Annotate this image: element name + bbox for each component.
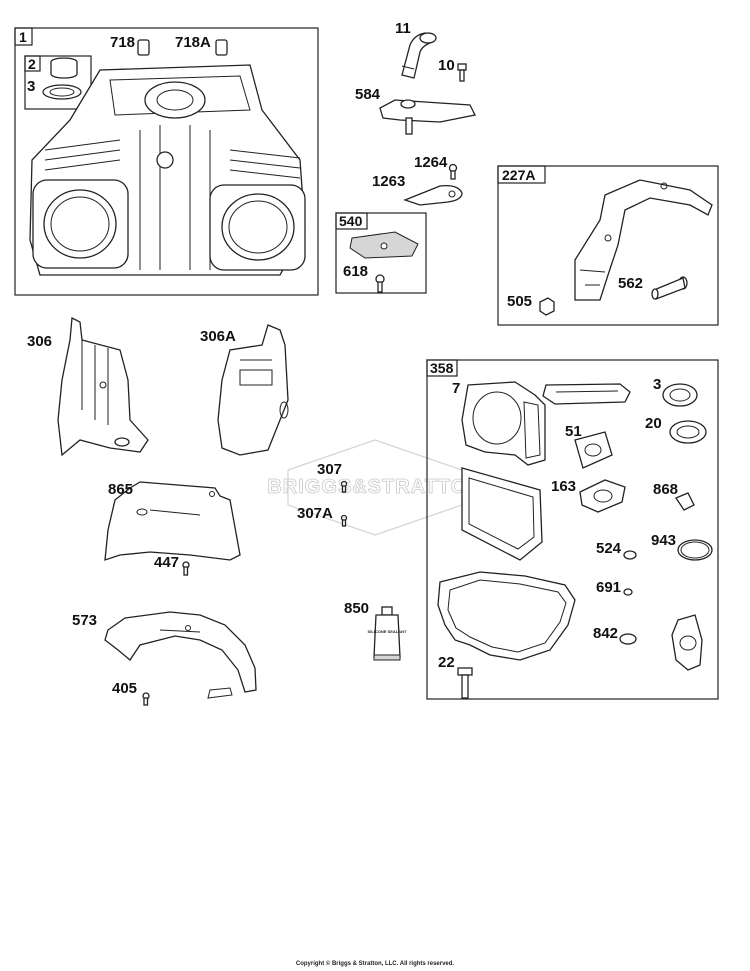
part-sump-gasket <box>437 571 576 661</box>
copyright-notice: Copyright © Briggs & Stratton, LLC. All … <box>295 961 455 967</box>
callout-3: 3 <box>27 78 35 95</box>
group-tag-227A <box>497 165 546 184</box>
part-rocker-cover-gasket <box>461 467 543 561</box>
part-1-cylinder-block <box>29 64 306 276</box>
group-box-2 <box>24 55 92 110</box>
part-865-baffle <box>104 481 241 561</box>
part-306A-air-guide <box>217 324 289 456</box>
part-2-bushing <box>50 57 78 79</box>
group-box-540 <box>335 212 427 294</box>
callout-524: 524 <box>596 540 622 557</box>
callout-850: 850 <box>344 600 369 617</box>
group-label-540: 540 <box>339 213 363 229</box>
part-540-gasket <box>349 231 419 259</box>
callout-618: 618 <box>343 263 368 280</box>
group-box-358 <box>426 359 719 700</box>
part-505-nut <box>539 297 555 316</box>
callout-11: 11 <box>395 20 411 37</box>
part-exhaust-gasket <box>671 614 703 671</box>
callout-868: 868 <box>653 481 678 498</box>
callout-306A: 306A <box>200 328 236 345</box>
callout-447: 447 <box>154 554 179 571</box>
callout-573: 573 <box>72 612 97 629</box>
group-box-1 <box>14 27 319 296</box>
part-307A-screw <box>340 514 348 527</box>
group-tag-1 <box>14 27 33 46</box>
callout-10: 10 <box>438 57 455 74</box>
part-562-pin <box>651 276 688 300</box>
part-1264-screw <box>448 163 458 180</box>
callout-163: 163 <box>551 478 576 495</box>
callout-306: 306 <box>27 333 52 350</box>
callout-1264: 1264 <box>414 154 448 171</box>
group-label-1: 1 <box>19 29 27 45</box>
part-943-oring <box>677 539 713 561</box>
part-842-oring <box>619 633 637 645</box>
part-3-seal <box>42 84 82 100</box>
part-11-dipstick-tube <box>401 32 437 79</box>
part-850-sealant-tube: SILICONE SEALANT <box>368 606 407 661</box>
tube-label: SILICONE SEALANT <box>368 629 407 634</box>
part-524-oring <box>623 550 637 560</box>
part-22-bolt <box>457 667 473 699</box>
group-tag-358 <box>426 359 458 377</box>
callout-943: 943 <box>651 532 676 549</box>
callout-7: 7 <box>452 380 460 397</box>
callout-3-seal: 3 <box>653 376 661 393</box>
group-box-227A <box>497 165 719 326</box>
callout-1263: 1263 <box>372 173 405 190</box>
part-447-screw <box>182 561 190 576</box>
callout-51: 51 <box>565 423 582 440</box>
part-718-dowel <box>137 39 150 56</box>
callout-718: 718 <box>110 34 135 51</box>
part-573-shroud <box>104 611 257 699</box>
group-label-2: 2 <box>28 56 36 72</box>
part-307-screw <box>340 480 348 493</box>
part-7-head-gasket <box>461 381 546 466</box>
callout-20: 20 <box>645 415 662 432</box>
part-3-oil-seal <box>662 383 698 407</box>
part-691-oring <box>623 588 633 596</box>
part-618-screw <box>375 274 385 293</box>
part-584-bracket <box>379 99 476 135</box>
part-868-plug <box>675 492 695 511</box>
part-1263-lever <box>403 185 463 206</box>
callout-22: 22 <box>438 654 455 671</box>
callout-405: 405 <box>112 680 137 697</box>
callout-505: 505 <box>507 293 532 310</box>
part-227A-governor-bracket <box>574 179 713 301</box>
callout-307A: 307A <box>297 505 333 522</box>
callout-842: 842 <box>593 625 618 642</box>
part-405-screw <box>142 692 150 706</box>
callout-562: 562 <box>618 275 643 292</box>
group-label-358: 358 <box>430 360 454 376</box>
callout-718A: 718A <box>175 34 211 51</box>
group-tag-2 <box>24 55 41 72</box>
svg-text:BRIGGS&STRATTON: BRIGGS&STRATTON <box>267 476 482 498</box>
part-163-gasket <box>579 479 626 513</box>
callout-584: 584 <box>355 86 381 103</box>
callout-865: 865 <box>108 481 133 498</box>
part-10-screw <box>457 63 467 82</box>
part-306-air-guide <box>57 316 149 457</box>
group-label-227A: 227A <box>502 167 535 183</box>
part-valve-cover-gasket <box>542 383 631 405</box>
part-20-oil-seal <box>669 420 707 444</box>
group-tag-540 <box>335 212 368 230</box>
part-51-gasket <box>574 431 613 469</box>
callout-691: 691 <box>596 579 621 596</box>
callout-307: 307 <box>317 461 342 478</box>
part-718A-dowel <box>215 39 228 56</box>
